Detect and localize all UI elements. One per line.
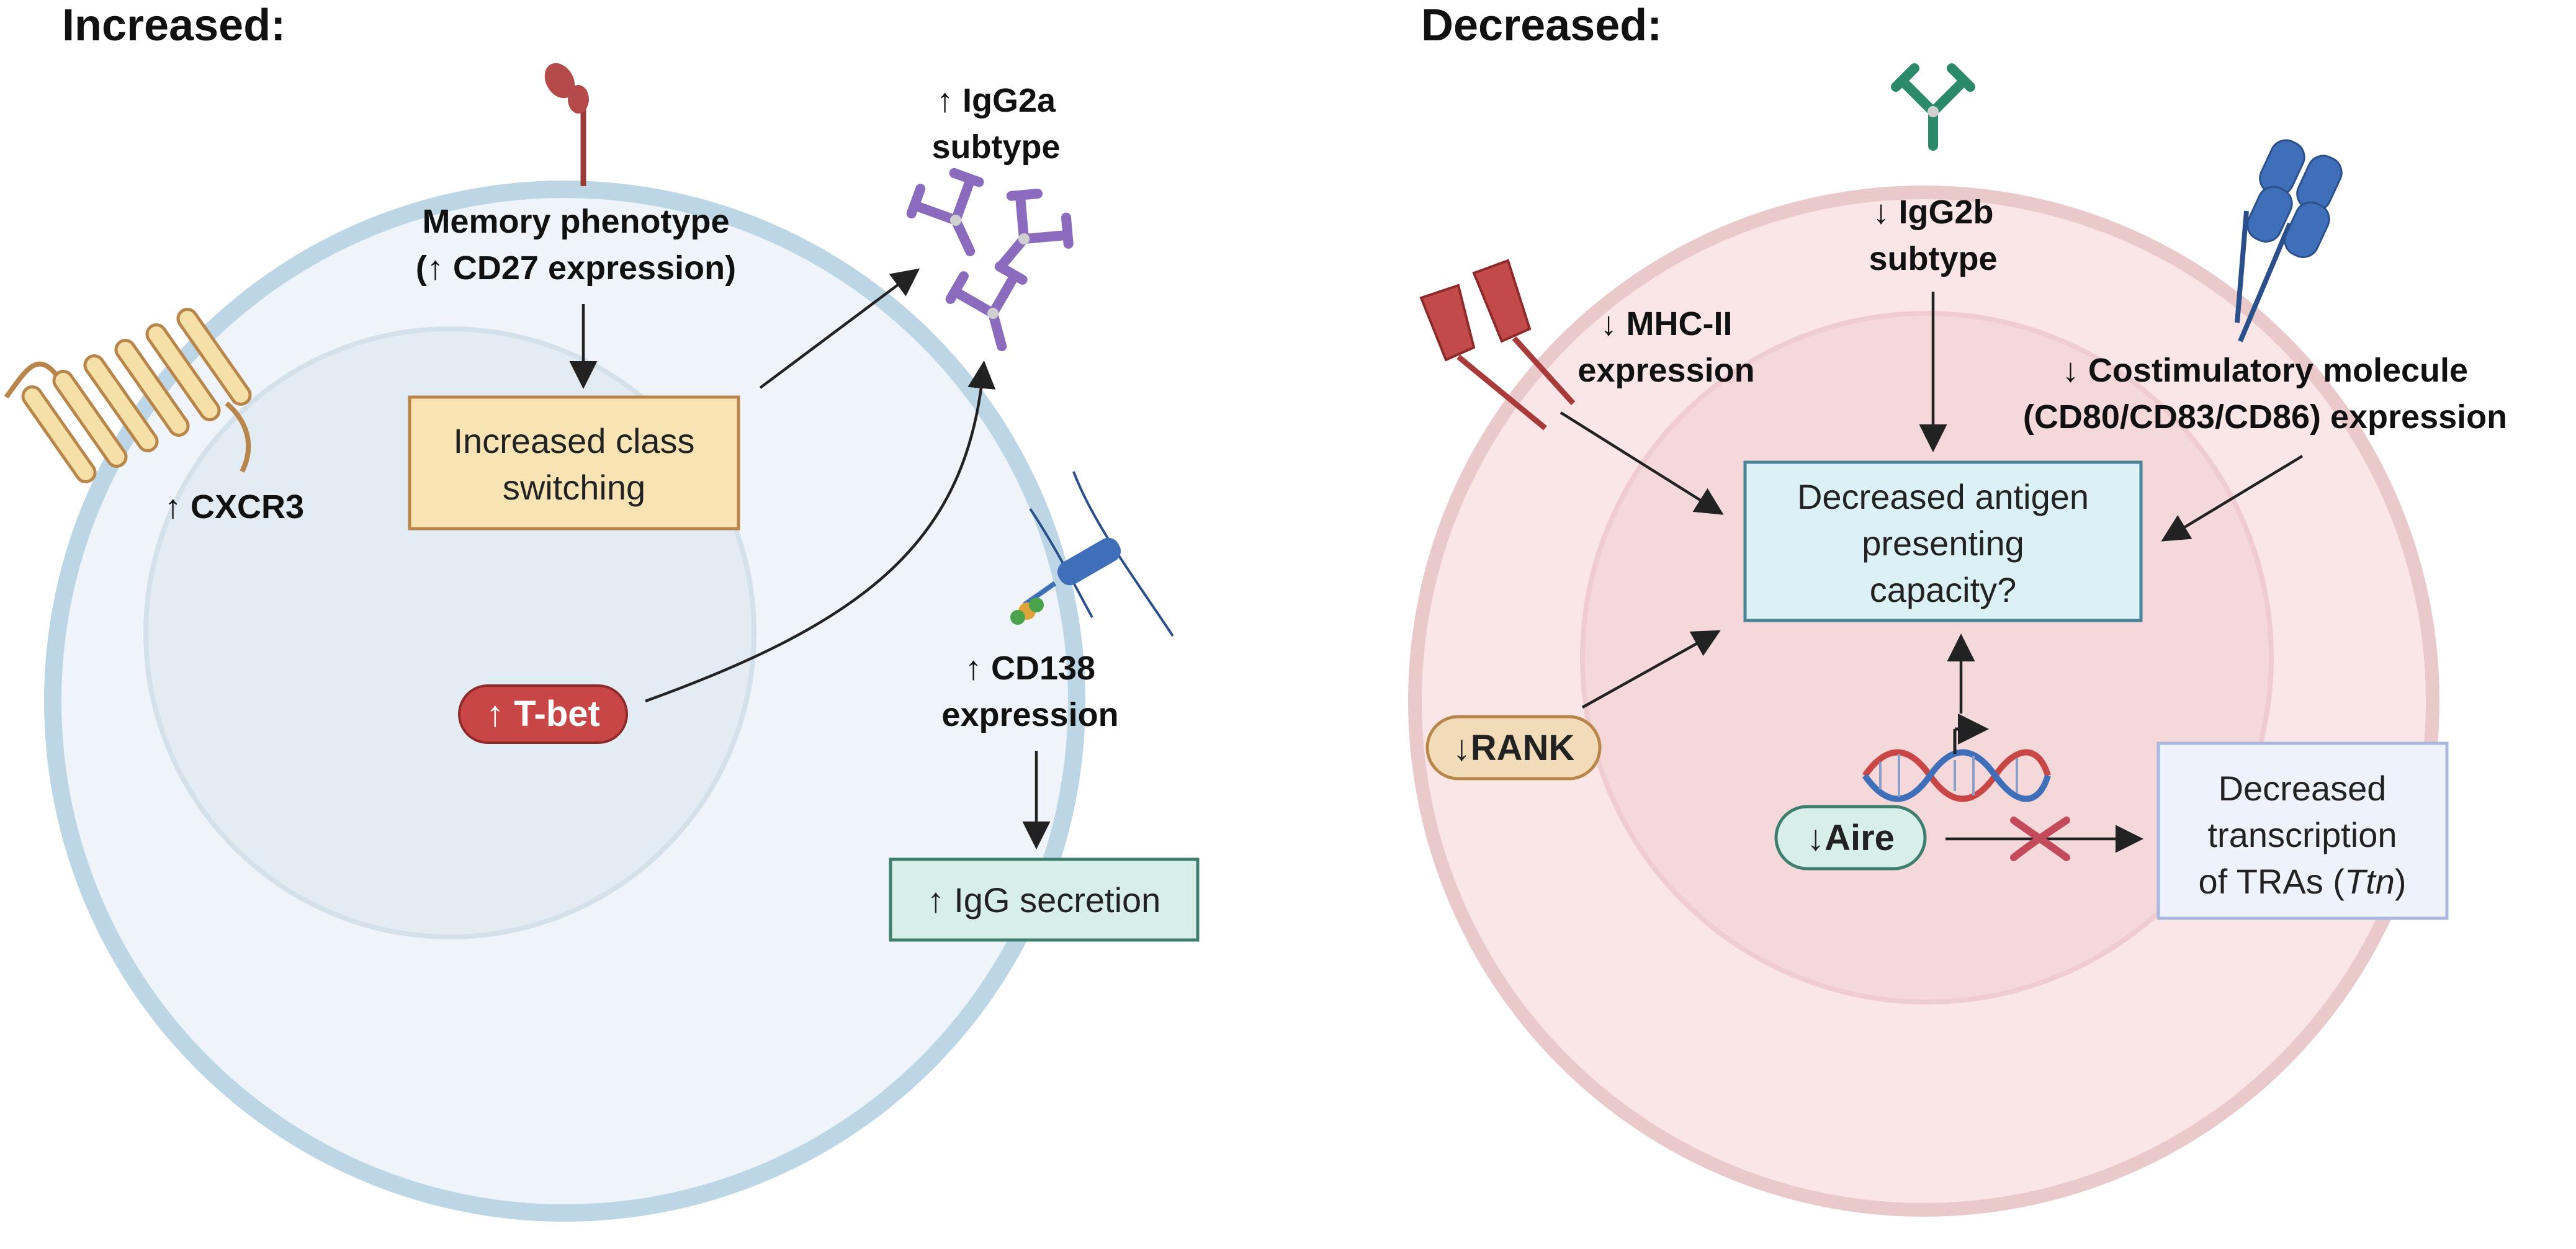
igg2a-label: ↑ IgG2a	[936, 82, 1056, 119]
arrow-tbet-to-igg2a	[645, 360, 996, 703]
inhibition-cross-icon	[2010, 817, 2070, 861]
costimulatory-expression-label: (CD80/CD83/CD86) expression	[2023, 398, 2507, 436]
class-switching-line2: switching	[503, 468, 645, 507]
arrow-mhc-to-antigen	[1560, 411, 1724, 515]
mhc-ii-icon	[1419, 259, 1576, 431]
igg2a-antibodies-icon	[906, 168, 1074, 352]
cd138-receptor-icon	[1010, 471, 1174, 637]
costimulatory-molecule-icon	[2235, 139, 2343, 342]
arrow-costim-to-antigen	[2161, 455, 2304, 542]
igg2b-subtype-label: subtype	[1869, 240, 1997, 277]
cd138-label: ↑ CD138	[965, 650, 1095, 687]
aire-pill	[1774, 805, 1927, 871]
cd138-expression-label: expression	[941, 696, 1118, 733]
igg-secretion-box	[889, 857, 1200, 942]
igg2a-subtype-label: subtype	[931, 128, 1060, 166]
class-switching-line1: Increased class	[453, 421, 694, 460]
antigen-presenting-line2: presenting	[1862, 524, 2024, 563]
class-switching-box	[408, 395, 740, 530]
aire-label: ↓Aire	[1806, 818, 1895, 858]
tbet-label: ↑ T-bet	[486, 694, 600, 734]
costimulatory-label: ↓ Costimulatory molecule	[2062, 352, 2468, 389]
antigen-presenting-box	[1743, 460, 2143, 622]
igg2b-label: ↓ IgG2b	[1872, 194, 1993, 231]
panel-title-increased: Increased:	[62, 1, 285, 50]
igg-secretion-label: ↑ IgG secretion	[927, 880, 1161, 920]
tra-line3-prefix: of TRAs (	[2198, 862, 2345, 901]
panel-title-decreased: Decreased:	[1421, 1, 1662, 50]
cxcr3-label: ↑ CXCR3	[164, 488, 304, 526]
rank-pill	[1425, 715, 1602, 781]
arrow-class-switch-to-igg2a	[759, 268, 920, 389]
dna-helix-icon	[1862, 714, 2051, 802]
rank-label: ↓RANK	[1453, 728, 1575, 768]
tra-line3-gene: Ttn	[2345, 862, 2395, 901]
igg2b-antibody-icon	[1891, 63, 1975, 151]
tra-line2: transcription	[2207, 815, 2397, 854]
tra-line1: Decreased	[2219, 769, 2387, 808]
cd27-receptor-icon	[544, 63, 589, 186]
arrow-rank-to-antigen	[1581, 630, 1721, 709]
mhc-ii-expression-label: expression	[1577, 352, 1754, 389]
tra-transcription-box	[2156, 741, 2449, 920]
antigen-presenting-line1: Decreased antigen	[1797, 477, 2089, 516]
cxcr3-receptor-icon	[4, 308, 252, 483]
tra-line3: of TRAs (Ttn)	[2198, 862, 2406, 901]
mhc-ii-label: ↓ MHC-II	[1600, 305, 1733, 342]
cd27-expression-label: (↑ CD27 expression)	[416, 249, 736, 287]
tbet-pill	[458, 684, 628, 744]
antigen-presenting-line3: capacity?	[1870, 570, 2017, 609]
memory-phenotype-label: Memory phenotype	[422, 203, 729, 240]
tra-line3-suffix: )	[2395, 862, 2407, 901]
